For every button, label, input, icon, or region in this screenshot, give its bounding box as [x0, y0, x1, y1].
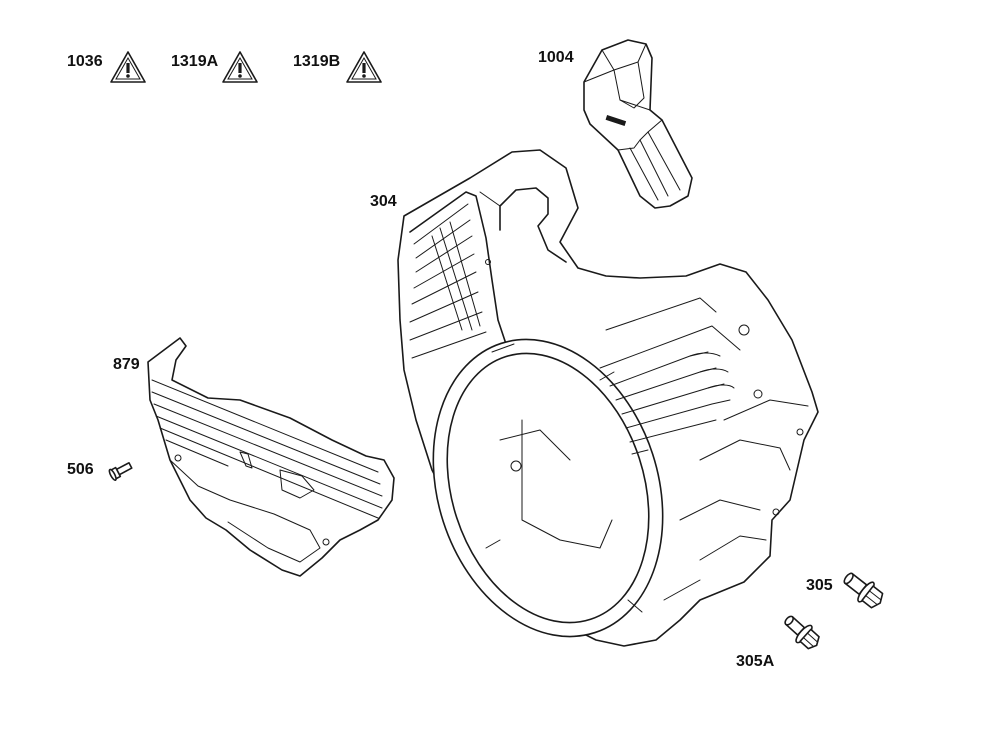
- part-label-506: 506: [67, 461, 94, 478]
- part-506-screw: 506: [67, 461, 133, 481]
- warning-label-1319a: 1319A: [171, 51, 258, 83]
- warning-id-1036: 1036: [67, 53, 103, 70]
- part-1004-air-guide: 1004: [538, 39, 693, 209]
- part-305-bolt: 305: [806, 572, 884, 609]
- part-label-1004: 1004: [538, 49, 574, 66]
- warning-triangle-icon: [110, 51, 146, 83]
- part-305a-bolt: 305A: [736, 615, 820, 670]
- part-label-304: 304: [370, 193, 397, 210]
- part-879-side-guard: 879: [113, 337, 395, 577]
- part-304-blower-housing: 304: [370, 149, 819, 647]
- part-label-305a: 305A: [736, 653, 775, 670]
- warning-triangle-icon: [222, 51, 258, 83]
- warning-id-1319a: 1319A: [171, 53, 219, 70]
- warning-label-1036: 1036: [67, 51, 146, 83]
- warning-label-1319b: 1319B: [293, 51, 382, 83]
- warning-id-1319b: 1319B: [293, 53, 340, 70]
- part-label-879: 879: [113, 356, 140, 373]
- warning-triangle-icon: [346, 51, 382, 83]
- part-label-305: 305: [806, 577, 833, 594]
